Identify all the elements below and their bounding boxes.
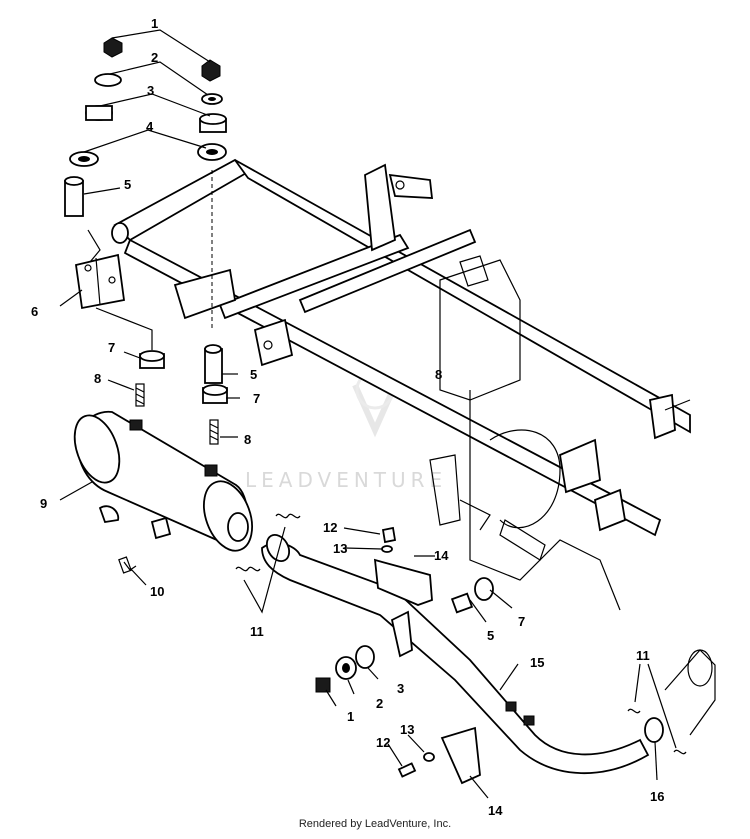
leader-lines [59,29,677,799]
watermark-text: LEADVENTURE [245,468,447,492]
callout-5-top: 5 [124,177,131,192]
callout-12-top: 12 [323,520,337,535]
callout-8-middle: 8 [244,432,251,447]
callout-1-top: 1 [151,16,158,31]
callout-13-top: 13 [333,541,347,556]
callout-13-bottom: 13 [400,722,414,737]
pipe-hardware [315,526,494,778]
callout-5-pipe: 5 [487,628,494,643]
callout-5-middle: 5 [250,367,257,382]
callout-1-bottom: 1 [347,709,354,724]
callout-11-right: 11 [636,648,650,663]
callout-9: 9 [40,496,47,511]
callout-14-top: 14 [434,548,449,563]
callout-16: 16 [650,789,664,804]
mount-hardware-middle [135,344,228,445]
frame [111,158,691,611]
callout-11-left: 11 [250,624,264,639]
callout-8-frame: 8 [435,367,442,382]
callout-10: 10 [150,584,164,599]
callout-3-bottom: 3 [397,681,404,696]
callout-2-top: 2 [151,50,158,65]
callout-7-pipe: 7 [518,614,525,629]
callout-3-top: 3 [147,83,154,98]
hardware-stack-left [64,37,126,310]
callout-2-bottom: 2 [376,696,383,711]
callout-12-bottom: 12 [376,735,390,750]
exhaust-pipe [261,533,716,785]
callout-15: 15 [530,655,544,670]
callout-7-middle: 7 [253,391,260,406]
callout-labels: 1 2 3 4 5 6 7 8 8 5 7 8 9 10 11 12 13 14… [31,16,664,818]
muffler [73,410,253,574]
callout-14-bottom: 14 [488,803,503,818]
callout-7-left: 7 [108,340,115,355]
callout-8-left: 8 [94,371,101,386]
springs [235,513,687,755]
callout-4-top: 4 [146,119,154,134]
callout-6: 6 [31,304,38,319]
hardware-stack-right [197,59,227,161]
footer-credit: Rendered by LeadVenture, Inc. [298,818,452,830]
